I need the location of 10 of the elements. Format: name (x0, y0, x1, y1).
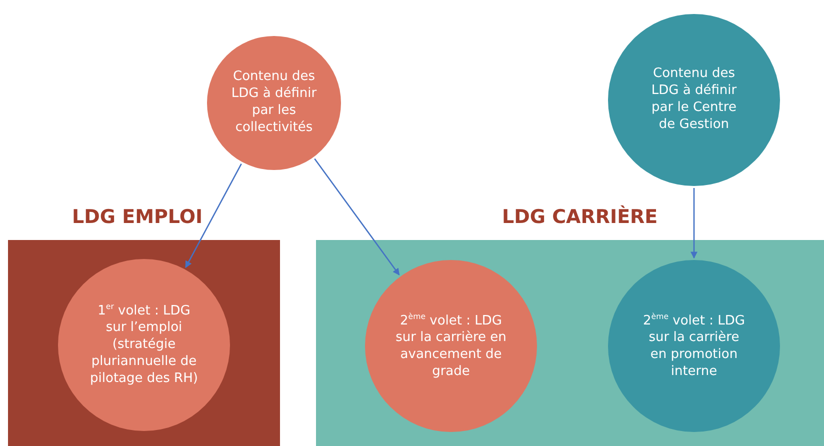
section-heading: LDG CARRIÈRE (502, 206, 658, 228)
arrow (185, 163, 242, 268)
section-heading: LDG EMPLOI (72, 206, 203, 228)
arrow (690, 188, 698, 259)
node-text: Contenu des LDG à définir par le Centre de Gestion (650, 66, 738, 134)
node-text: 1$^{er}$ volet : LDG sur l’emploi (stratégie pluriannuelle de pilotage des RH) (90, 302, 198, 388)
arrow (314, 158, 400, 276)
node-text: Contenu des LDG à définir par les collectivités (230, 69, 318, 137)
node-text: 2$^{ème}$ volet : LDG sur la carrière en promotion interne (642, 312, 746, 380)
node-text: 2$^{ème}$ volet : LDG sur la carrière en avancement de grade (395, 312, 507, 380)
